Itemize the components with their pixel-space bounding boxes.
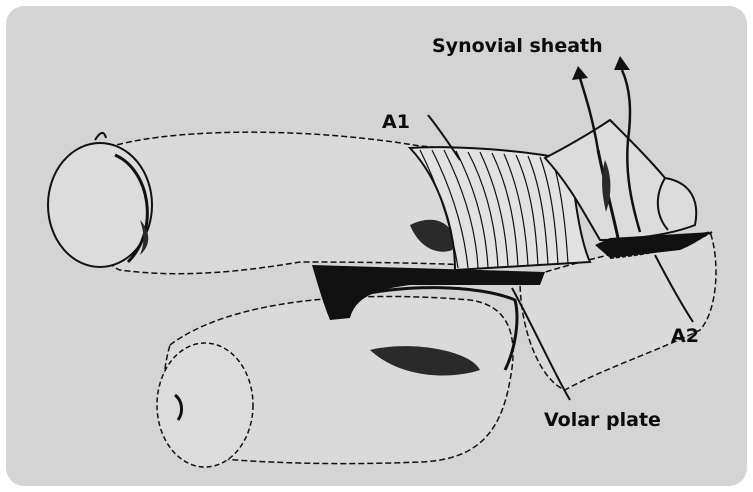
- arrowheads: [572, 56, 630, 80]
- label-a1: A1: [382, 111, 410, 133]
- label-synovial-sheath: Synovial sheath: [432, 35, 603, 57]
- lower-bone: [157, 296, 513, 467]
- label-volar-plate: Volar plate: [544, 409, 661, 431]
- upper-bone: [48, 132, 470, 274]
- label-a2: A2: [671, 325, 699, 347]
